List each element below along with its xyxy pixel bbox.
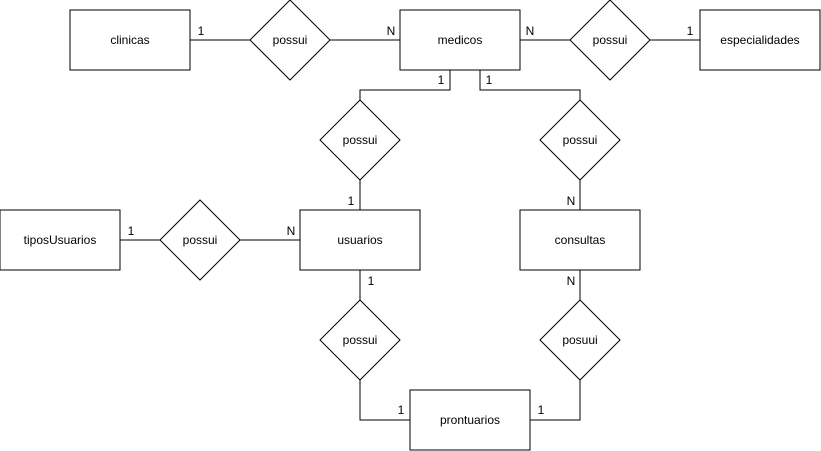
card-medicos-right: N (526, 24, 535, 38)
edge-medicos-possui-consultas (479, 70, 581, 100)
card-usuarios-top: 1 (348, 194, 355, 208)
entity-prontuarios-label: prontuarios (440, 413, 500, 427)
entity-tiposUsuarios: tiposUsuarios (0, 209, 121, 271)
relationship-medicos-especialidades: possui (569, 0, 651, 81)
card-medicos-bottom-right: 1 (486, 73, 493, 87)
card-consultas-bottom: N (567, 274, 576, 288)
card-consultas-top: N (567, 194, 576, 208)
entity-especialidades: especialidades (699, 9, 821, 71)
card-prontuarios-right: 1 (538, 403, 545, 417)
card-prontuarios-left: 1 (398, 403, 405, 417)
cardinalities: 1 N N 1 1 1 1 N 1 N 1 N 1 1 (128, 24, 694, 417)
relationship-clinicas-medicos: possui (249, 0, 331, 81)
relationship-medicos-consultas-label: possui (563, 133, 598, 147)
entity-consultas-label: consultas (555, 233, 606, 247)
relationship-medicos-usuarios-label: possui (343, 133, 378, 147)
relationship-tipos-usuarios: possui (159, 199, 241, 281)
relationship-usuarios-prontuarios: possui (319, 299, 401, 381)
entity-usuarios: usuarios (299, 209, 421, 271)
entity-medicos: medicos (399, 9, 521, 71)
entity-prontuarios: prontuarios (409, 389, 531, 451)
relationship-usuarios-prontuarios-label: possui (343, 333, 378, 347)
relationship-medicos-especialidades-label: possui (593, 33, 628, 47)
entity-tiposUsuarios-label: tiposUsuarios (24, 233, 97, 247)
card-medicos-left: N (387, 24, 396, 38)
relationship-consultas-prontuarios: posuui (539, 299, 621, 381)
relationship-tipos-usuarios-label: possui (183, 233, 218, 247)
connectors (120, 39, 700, 421)
edge-medicos-possui-usuarios (359, 70, 451, 100)
entity-clinicas-label: clinicas (110, 33, 149, 47)
relationship-medicos-consultas: possui (539, 99, 621, 181)
relationship-consultas-prontuarios-label: posuui (562, 333, 597, 347)
relationship-clinicas-medicos-label: possui (273, 33, 308, 47)
card-medicos-bottom-left: 1 (438, 73, 445, 87)
card-tiposUsuarios: 1 (128, 224, 135, 238)
card-clinicas: 1 (198, 24, 205, 38)
entity-medicos-label: medicos (438, 33, 483, 47)
entity-especialidades-label: especialidades (720, 33, 799, 47)
edge-posuui-prontuarios (530, 380, 581, 421)
card-usuarios-left: N (287, 224, 296, 238)
card-usuarios-bottom: 1 (368, 274, 375, 288)
edge-possui-prontuarios (359, 380, 410, 421)
card-especialidades: 1 (687, 24, 694, 38)
entity-clinicas: clinicas (69, 9, 191, 71)
entity-usuarios-label: usuarios (337, 233, 382, 247)
entity-consultas: consultas (519, 209, 641, 271)
relationship-medicos-usuarios: possui (319, 99, 401, 181)
